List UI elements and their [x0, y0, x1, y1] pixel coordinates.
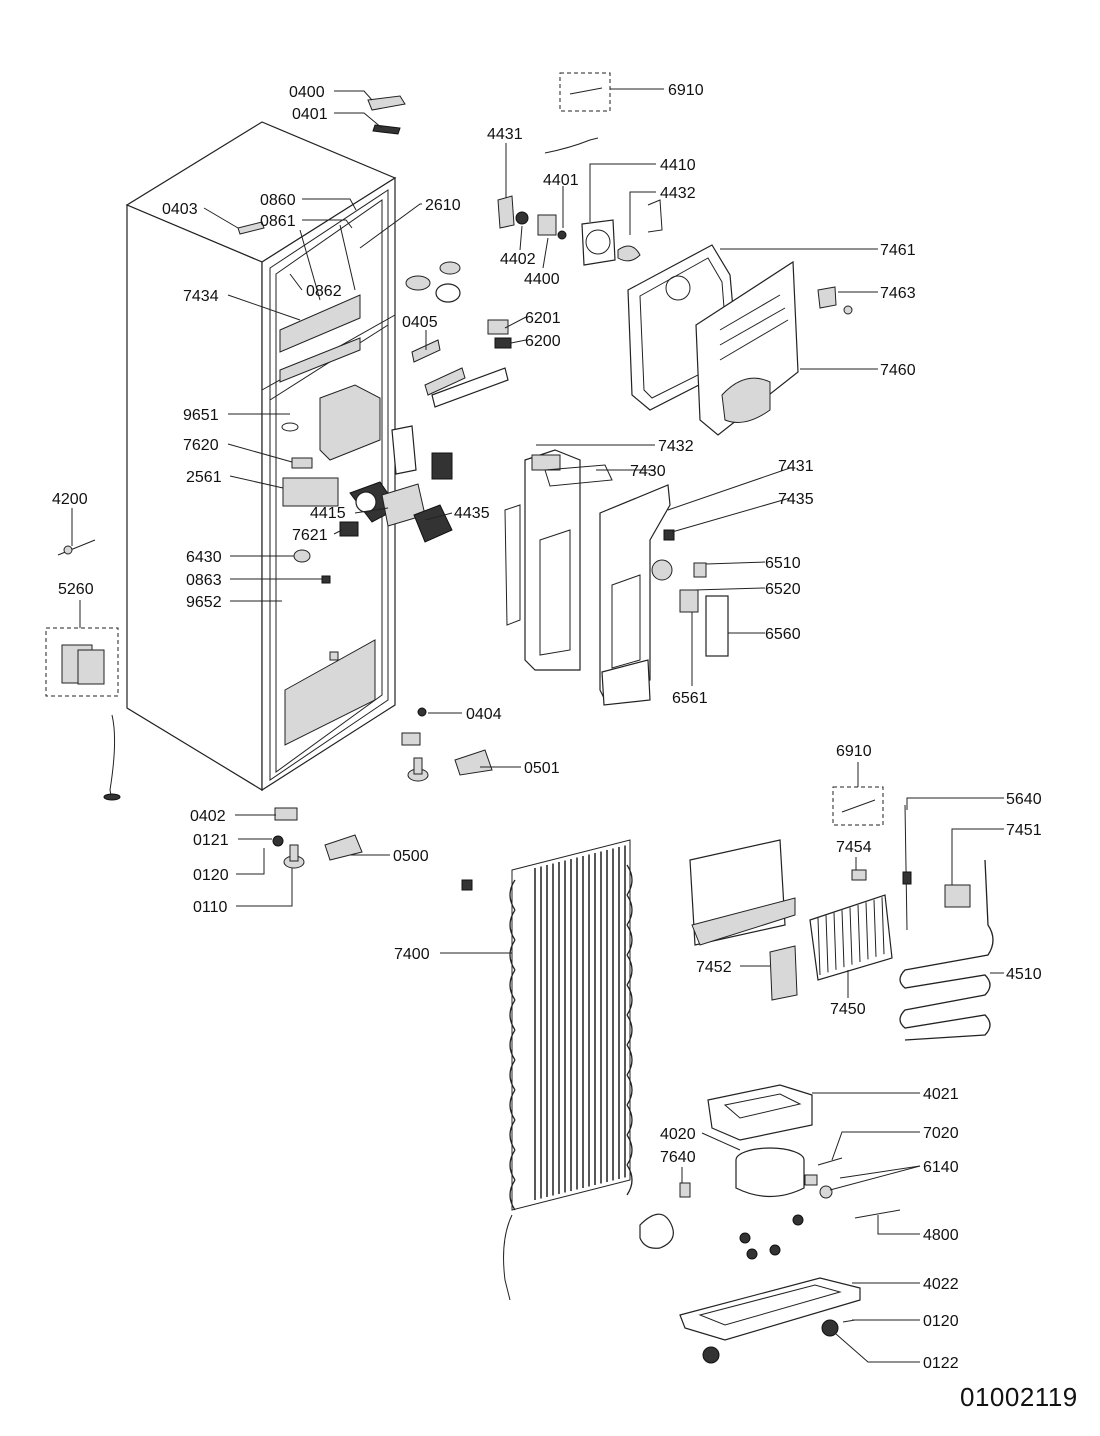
label-0120-base: 0120 — [923, 1313, 959, 1330]
label-4401: 4401 — [543, 172, 579, 189]
label-5260: 5260 — [58, 581, 94, 598]
label-7452: 7452 — [696, 959, 732, 976]
label-7454: 7454 — [836, 839, 872, 856]
label-0402: 0402 — [190, 808, 226, 825]
refrigerator-cabinet — [125, 121, 397, 792]
label-0501: 0501 — [524, 760, 560, 777]
label-0401: 0401 — [292, 106, 328, 123]
label-6910-evaporator: 6910 — [836, 743, 872, 760]
label-7400: 7400 — [394, 946, 430, 963]
label-6520: 6520 — [765, 581, 801, 598]
label-0500: 0500 — [393, 848, 429, 865]
label-7461: 7461 — [880, 242, 916, 259]
label-0861: 0861 — [260, 213, 296, 230]
part-labels: 0400 0401 6910 4431 4410 4401 4432 0860 … — [52, 82, 1042, 1372]
label-6561: 6561 — [672, 690, 708, 707]
label-2610: 2610 — [425, 197, 461, 214]
label-4431: 4431 — [487, 126, 523, 143]
label-7430: 7430 — [630, 463, 666, 480]
air-duct-7431 — [599, 484, 729, 706]
label-6200: 6200 — [525, 333, 561, 350]
label-7432: 7432 — [658, 438, 694, 455]
feet-parts — [272, 707, 493, 869]
label-5640: 5640 — [1006, 791, 1042, 808]
document-number: 01002119 — [960, 1382, 1078, 1412]
label-0121: 0121 — [193, 832, 229, 849]
label-4432: 4432 — [660, 185, 696, 202]
label-4021: 4021 — [923, 1086, 959, 1103]
label-9652: 9652 — [186, 594, 222, 611]
label-6201: 6201 — [525, 310, 561, 327]
leader-lines — [71, 88, 1004, 1363]
side-parts — [45, 539, 121, 801]
label-7434: 7434 — [183, 288, 219, 305]
label-4510: 4510 — [1006, 966, 1042, 983]
label-7621: 7621 — [292, 527, 328, 544]
label-7020: 7020 — [923, 1125, 959, 1142]
label-0404: 0404 — [466, 706, 502, 723]
label-0405: 0405 — [402, 314, 438, 331]
damper-assembly — [281, 384, 453, 661]
label-6510: 6510 — [765, 555, 801, 572]
label-0110: 0110 — [193, 899, 228, 916]
label-6140: 6140 — [923, 1159, 959, 1176]
label-0862: 0862 — [306, 283, 342, 300]
label-4400: 4400 — [524, 271, 560, 288]
label-6430: 6430 — [186, 549, 222, 566]
label-4415: 4415 — [310, 505, 346, 522]
label-0403: 0403 — [162, 201, 198, 218]
label-7431: 7431 — [778, 458, 814, 475]
compressor-area — [639, 1084, 901, 1260]
label-6910: 6910 — [668, 82, 704, 99]
label-4410: 4410 — [660, 157, 696, 174]
label-7460: 7460 — [880, 362, 916, 379]
label-4200: 4200 — [52, 491, 88, 508]
label-0860: 0860 — [260, 192, 296, 209]
label-9651: 9651 — [183, 407, 219, 424]
label-0400: 0400 — [289, 84, 325, 101]
light-and-switch-parts — [405, 261, 512, 408]
label-4402: 4402 — [500, 251, 536, 268]
evaporator-area — [689, 786, 994, 1041]
label-4435: 4435 — [454, 505, 490, 522]
label-4022: 4022 — [923, 1276, 959, 1293]
air-duct-7430 — [504, 449, 613, 671]
label-7463: 7463 — [880, 285, 916, 302]
label-6560: 6560 — [765, 626, 801, 643]
label-2561: 2561 — [186, 469, 222, 486]
label-7450: 7450 — [830, 1001, 866, 1018]
label-4020: 4020 — [660, 1126, 696, 1143]
label-7640: 7640 — [660, 1149, 696, 1166]
compressor-plate-4022 — [679, 1277, 861, 1364]
fan-assembly — [497, 72, 663, 266]
label-4800: 4800 — [923, 1227, 959, 1244]
label-0122: 0122 — [923, 1355, 959, 1372]
freezer-panel-7460 — [695, 260, 853, 436]
top-hinge-parts — [237, 95, 406, 235]
label-7435: 7435 — [778, 491, 814, 508]
label-0863: 0863 — [186, 572, 222, 589]
condenser-7400 — [461, 839, 633, 1301]
label-7451: 7451 — [1006, 822, 1042, 839]
label-0120: 0120 — [193, 867, 229, 884]
label-7620: 7620 — [183, 437, 219, 454]
